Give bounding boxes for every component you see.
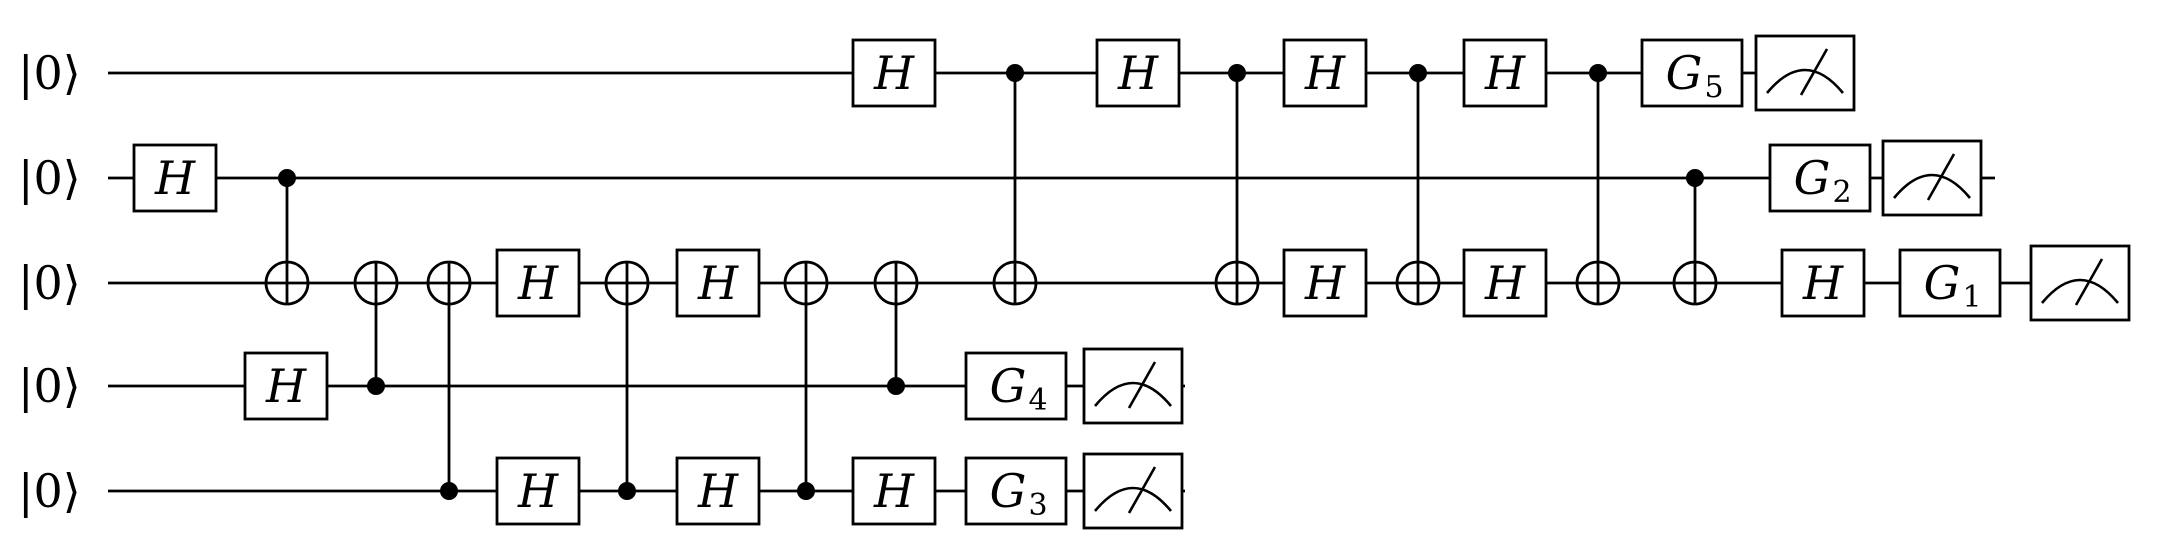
- g-gate-label: G: [1794, 151, 1831, 205]
- control-dot: [1589, 64, 1607, 82]
- hadamard-gate: [243, 351, 329, 421]
- measurement-box: [2029, 244, 2131, 322]
- measurement-box: [1082, 452, 1184, 530]
- meter-arc-icon: [2040, 278, 2120, 304]
- input-state-labels: |0⟩ |0⟩ |0⟩ |0⟩ |0⟩: [18, 46, 81, 518]
- hadamard-label: H: [265, 359, 307, 413]
- control-dot: [367, 377, 385, 395]
- hadamard-gate: [495, 456, 581, 526]
- measurement-box: [1881, 139, 1983, 217]
- meter-arc-icon: [1892, 173, 1972, 199]
- control-dot: [1228, 64, 1246, 82]
- hadamard-label: H: [1484, 46, 1526, 100]
- g-gate-subscript: 3: [1028, 488, 1047, 523]
- hadamard-label: H: [1304, 46, 1346, 100]
- control-dot: [1686, 169, 1704, 187]
- hadamard-label: H: [873, 464, 915, 518]
- measurement-box: [1082, 347, 1184, 425]
- control-dot: [278, 169, 296, 187]
- hadamard-label: H: [517, 256, 559, 310]
- hadamard-label: H: [697, 256, 739, 310]
- g-gate-label: G: [1666, 46, 1703, 100]
- g-gate: [1640, 38, 1744, 108]
- hadamard-gate: [1462, 38, 1548, 108]
- hadamard-label: H: [1802, 256, 1844, 310]
- ket-zero-label: |0⟩: [18, 151, 81, 205]
- hadamard-label: H: [697, 464, 739, 518]
- g-gate: [1768, 143, 1872, 213]
- hadamard-gate: [851, 38, 937, 108]
- g-gate-label: G: [990, 464, 1027, 518]
- hadamard-gate: [1282, 248, 1368, 318]
- meter-needle-icon: [1127, 361, 1157, 409]
- control-dot: [618, 482, 636, 500]
- measurement-box: [1754, 34, 1856, 112]
- hadamard-gate: [132, 143, 218, 213]
- hadamard-gate: [675, 248, 761, 318]
- control-dot: [887, 377, 905, 395]
- g-gate-label: G: [990, 359, 1027, 413]
- meter-arc-icon: [1093, 486, 1173, 512]
- ket-zero-label: |0⟩: [18, 359, 81, 413]
- meter-arc-icon: [1765, 68, 1845, 94]
- hadamard-gate: [851, 456, 937, 526]
- control-dot: [1409, 64, 1427, 82]
- ket-zero-label: |0⟩: [18, 46, 81, 100]
- hadamard-gate: [1780, 248, 1866, 318]
- control-dot: [797, 482, 815, 500]
- meter-needle-icon: [1926, 153, 1956, 201]
- g-gate-subscript: 1: [1962, 280, 1981, 315]
- hadamard-gate: [495, 248, 581, 318]
- g-gate-subscript: 2: [1832, 175, 1851, 210]
- g-gate-subscript: 5: [1704, 70, 1723, 105]
- hadamard-label: H: [1304, 256, 1346, 310]
- g-gate-label: G: [1924, 256, 1961, 310]
- hadamard-gate: [675, 456, 761, 526]
- g-gate: [1898, 248, 2002, 318]
- hadamard-gate: [1462, 248, 1548, 318]
- hadamard-label: H: [873, 46, 915, 100]
- hadamard-label: H: [1484, 256, 1526, 310]
- meter-needle-icon: [1799, 48, 1829, 96]
- ket-zero-label: |0⟩: [18, 464, 81, 518]
- meter-needle-icon: [2074, 258, 2104, 306]
- g-gate: [964, 456, 1068, 526]
- ket-zero-label: |0⟩: [18, 256, 81, 310]
- hadamard-label: H: [1117, 46, 1159, 100]
- meter-needle-icon: [1127, 466, 1157, 514]
- control-dot: [1006, 64, 1024, 82]
- hadamard-gate: [1095, 38, 1181, 108]
- meter-arc-icon: [1093, 381, 1173, 407]
- g-gate-subscript: 4: [1028, 383, 1047, 418]
- control-dot: [440, 482, 458, 500]
- g-gate: [964, 351, 1068, 421]
- hadamard-gate: [1282, 38, 1368, 108]
- hadamard-label: H: [154, 151, 196, 205]
- hadamard-label: H: [517, 464, 559, 518]
